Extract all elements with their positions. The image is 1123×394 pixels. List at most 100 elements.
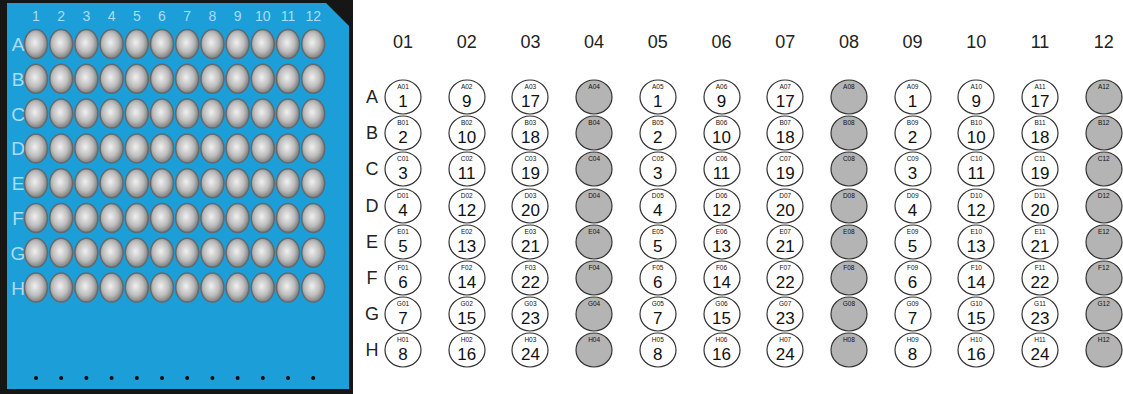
well-circle [1022, 80, 1058, 114]
well-id: F05 [639, 265, 677, 272]
empty-well: F08 [830, 260, 868, 296]
well-circle [704, 225, 740, 259]
photo-well [50, 99, 73, 128]
well-id: D12 [1085, 193, 1123, 200]
sample-number: 23 [1021, 310, 1059, 327]
sample-number: 18 [766, 129, 804, 146]
photo-row-letter: B [12, 69, 25, 88]
photo-well [50, 169, 73, 198]
well-id: C04 [575, 156, 613, 163]
photo-well [277, 169, 300, 198]
sample-number: 6 [639, 274, 677, 291]
well-circle [1086, 152, 1122, 186]
well-circle [895, 80, 931, 114]
sample-number: 1 [384, 93, 422, 110]
well-circle [704, 261, 740, 295]
row-letter: A [366, 88, 378, 106]
well-circle [385, 116, 421, 150]
sample-number: 15 [957, 310, 995, 327]
well-circle [767, 152, 803, 186]
well-circle [895, 152, 931, 186]
well-id: E04 [575, 229, 613, 236]
photo-well [50, 273, 73, 302]
well-circle [640, 297, 676, 331]
well-id: F02 [448, 265, 486, 272]
well-circle [704, 116, 740, 150]
column-header: 01 [393, 33, 413, 51]
well-id: H01 [384, 337, 422, 344]
sample-well: D054 [639, 188, 677, 224]
sample-number: 2 [384, 129, 422, 146]
sample-number: 2 [639, 129, 677, 146]
sample-number: 4 [894, 202, 932, 219]
well-id: E10 [957, 229, 995, 236]
empty-well: A12 [1085, 79, 1123, 115]
sample-well: H018 [384, 332, 422, 368]
photo-well [251, 30, 274, 59]
well-id: A06 [703, 84, 741, 91]
sample-number: 11 [703, 165, 741, 182]
photo-well [277, 64, 300, 93]
well-id: G12 [1085, 301, 1123, 308]
well-id: F06 [703, 265, 741, 272]
sample-number: 24 [511, 346, 549, 363]
empty-well: C08 [830, 151, 868, 187]
photo-well [251, 134, 274, 163]
well-id: B03 [511, 120, 549, 127]
sample-number: 8 [894, 346, 932, 363]
well-id: B08 [830, 120, 868, 127]
sample-number: 20 [766, 202, 804, 219]
sample-number: 24 [766, 346, 804, 363]
photo-row-letter: H [11, 278, 25, 297]
photo-column-number: 2 [57, 9, 65, 23]
well-id: C09 [894, 156, 932, 163]
photo-well [25, 64, 48, 93]
well-circle [576, 261, 612, 295]
well-id: A05 [639, 84, 677, 91]
sample-well: C0611 [703, 151, 741, 187]
well-circle [1022, 297, 1058, 331]
photo-well [201, 30, 224, 59]
photo-well [151, 204, 174, 233]
well-circle [385, 189, 421, 223]
photo-row-letter: G [11, 243, 26, 262]
well-circle [576, 189, 612, 223]
well-id: E11 [1021, 229, 1059, 236]
empty-well: F12 [1085, 260, 1123, 296]
well-id: E08 [830, 229, 868, 236]
sample-number: 19 [766, 165, 804, 182]
sample-well: F0214 [448, 260, 486, 296]
well-id: H07 [766, 337, 804, 344]
well-id: A11 [1021, 84, 1059, 91]
well-circle [1022, 225, 1058, 259]
photo-column-number: 3 [82, 9, 90, 23]
sample-number: 22 [766, 274, 804, 291]
plate-dot [185, 376, 189, 380]
well-id: E09 [894, 229, 932, 236]
well-circle [831, 261, 867, 295]
well-id: B11 [1021, 120, 1059, 127]
photo-row-letter: D [11, 139, 25, 158]
well-id: C11 [1021, 156, 1059, 163]
sample-well: C013 [384, 151, 422, 187]
well-circle [1022, 261, 1058, 295]
well-id: C12 [1085, 156, 1123, 163]
sample-number: 16 [957, 346, 995, 363]
well-id: F04 [575, 265, 613, 272]
well-circle [449, 333, 485, 367]
photo-well [226, 169, 249, 198]
photo-background [0, 0, 353, 394]
well-id: C05 [639, 156, 677, 163]
well-circle [958, 80, 994, 114]
photo-well [100, 273, 123, 302]
photo-well [251, 273, 274, 302]
sample-number: 3 [384, 165, 422, 182]
well-id: A01 [384, 84, 422, 91]
photo-well [302, 169, 325, 198]
well-circle [1022, 152, 1058, 186]
photo-well [251, 204, 274, 233]
empty-well: F04 [575, 260, 613, 296]
photo-well [226, 273, 249, 302]
photo-well [277, 273, 300, 302]
photo-well [151, 238, 174, 267]
